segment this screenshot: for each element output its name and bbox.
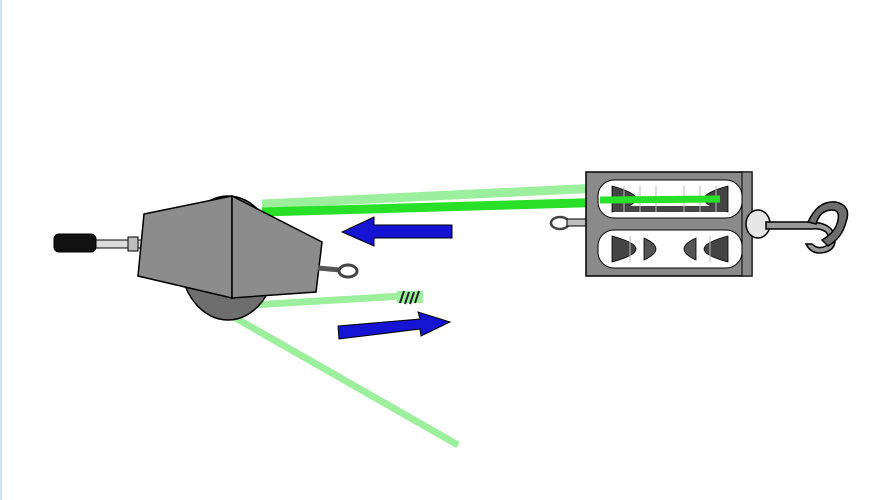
hoist-handle-collar	[127, 236, 139, 252]
arrow-right-icon	[337, 311, 452, 340]
chain-end-icon	[397, 290, 423, 305]
rope-lower-light	[235, 292, 403, 310]
hoist-eye-ring	[337, 263, 359, 279]
hook-curve	[806, 201, 849, 247]
pulley-block-icon	[549, 171, 753, 277]
chain-hoist-icon	[53, 194, 359, 321]
sheave-lower	[611, 235, 729, 263]
arrow-left-icon	[340, 216, 453, 247]
block-shackle-ring	[549, 215, 571, 231]
rope-hanging-light	[230, 312, 460, 449]
hoist-handle-grip	[53, 233, 97, 253]
hoist-eye-shaft	[317, 265, 341, 273]
rope-top-light	[261, 183, 601, 209]
hook-icon	[745, 201, 849, 254]
left-border	[0, 0, 2, 500]
hoist-body-right	[231, 194, 323, 299]
hoist-body-left	[137, 195, 233, 299]
